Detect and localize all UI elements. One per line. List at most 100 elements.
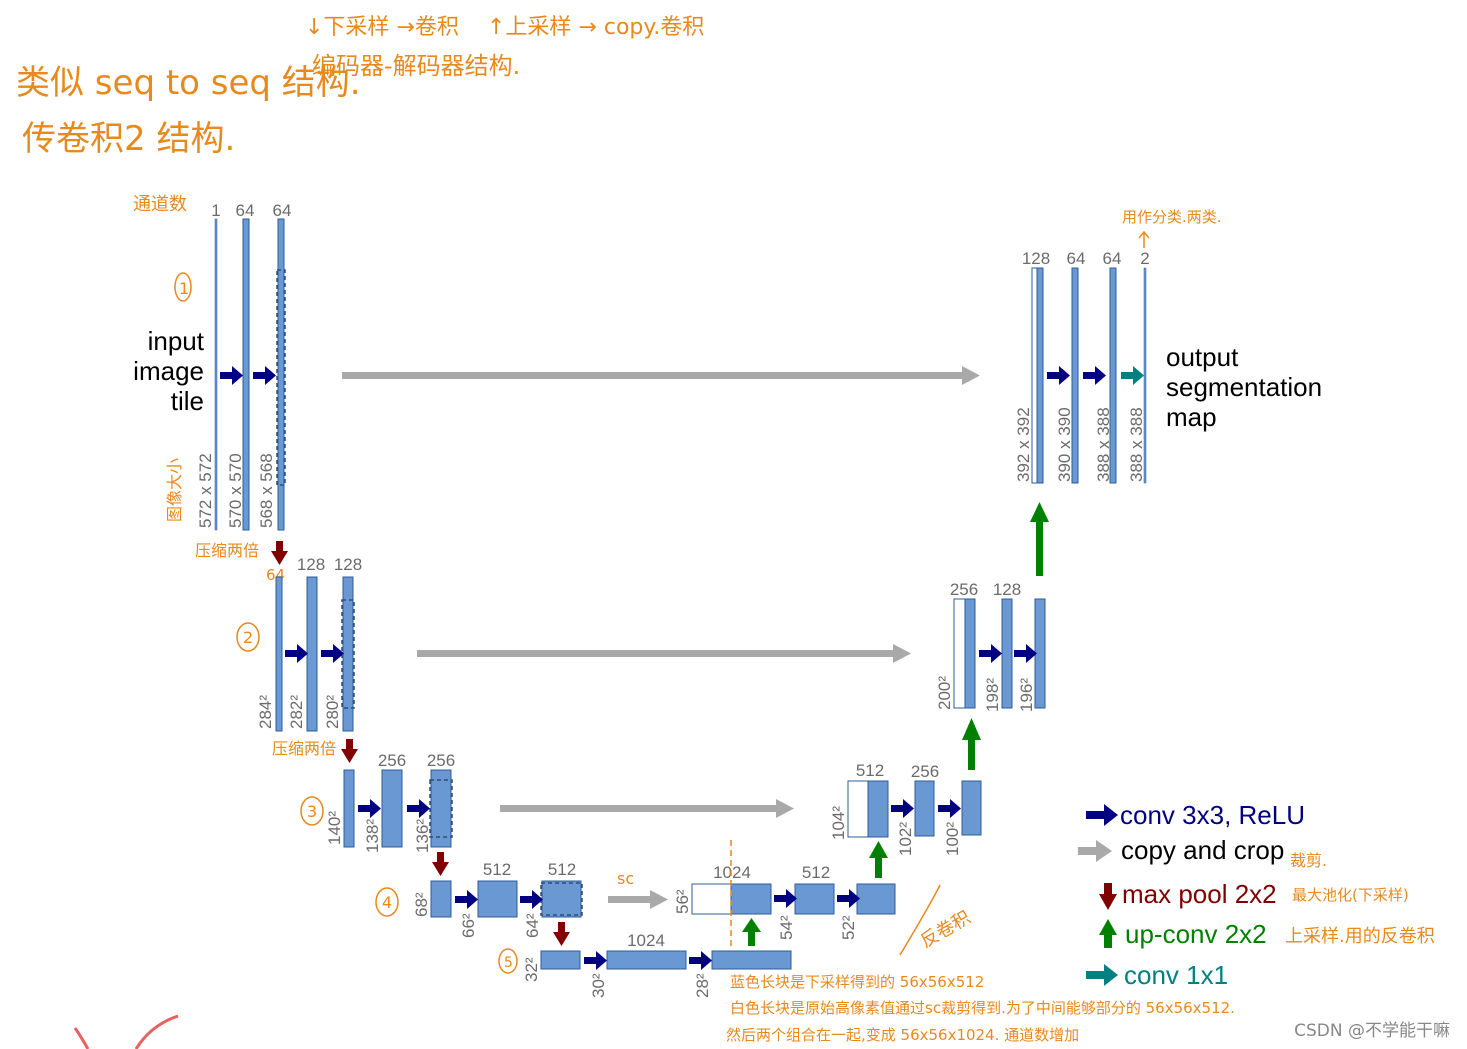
stage-4-circle — [375, 887, 399, 917]
feature-map — [430, 880, 452, 918]
decorative-scribble — [134, 1014, 179, 1049]
conv-arrow — [1047, 366, 1070, 385]
conv-arrow — [285, 644, 308, 663]
max-pool-arrow — [553, 922, 570, 946]
size-label: 196² — [1017, 678, 1036, 712]
annotation-upconv: 上采样.用的反卷积 — [1285, 926, 1435, 947]
feature-map — [856, 883, 896, 915]
size-label: 66² — [459, 913, 478, 938]
feature-map — [541, 880, 582, 918]
copy-crop-arrow — [417, 644, 911, 663]
legend-conv1x1-label: conv 1x1 — [1124, 960, 1228, 990]
conv-arrow — [1083, 366, 1106, 385]
max-pool-arrow — [341, 739, 358, 763]
channel-label: 128 — [334, 555, 362, 574]
channel-label: 64 — [236, 201, 255, 220]
annotation-bottom-2: 白色长块是原始高像素值通过sc裁剪得到.为了中间能够部分的 56x56x512. — [730, 999, 1235, 1017]
annotation-up-note: ↑上采样 → copy.卷积 — [487, 15, 704, 40]
max-pool-arrow — [271, 541, 288, 565]
channel-label: 512 — [548, 860, 576, 879]
size-label: 572 x 572 — [196, 453, 215, 528]
legend-maxpool-arrow — [1099, 883, 1117, 910]
legend-upconv-label: up-conv 2x2 — [1125, 919, 1267, 949]
stage-2-circle — [236, 622, 260, 652]
annotation-sc: sc — [617, 869, 634, 888]
conv-arrow — [689, 951, 712, 970]
conv-arrow — [520, 890, 543, 909]
size-label: 390 x 390 — [1055, 407, 1074, 482]
conv-arrow — [407, 799, 430, 818]
annotation-bottom-1: 蓝色长块是下采样得到的 56x56x512 — [730, 973, 984, 991]
conv-arrow — [253, 366, 276, 385]
decorative-scribble — [73, 1027, 90, 1049]
size-label: 138² — [363, 819, 382, 853]
size-label: 198² — [983, 678, 1002, 712]
feature-map — [1036, 267, 1044, 484]
channel-label: 512 — [802, 863, 830, 882]
feature-map — [343, 769, 355, 848]
legend: conv 3x3, ReLU copy and crop 裁剪. max poo… — [1078, 800, 1435, 990]
legend-copy-label: copy and crop — [1121, 835, 1284, 865]
feature-map — [964, 598, 976, 709]
channel-label: 1024 — [627, 931, 665, 950]
conv-arrow — [220, 366, 243, 385]
channel-label: 128 — [993, 580, 1021, 599]
size-label: 104² — [829, 806, 848, 840]
channel-label: 256 — [378, 751, 406, 770]
input-label-line-1: input — [148, 326, 205, 356]
annotation-channel-count: 通道数 — [133, 194, 187, 215]
max-pool-arrow — [432, 852, 449, 876]
channel-label: 128 — [297, 555, 325, 574]
channel-label: 256 — [911, 762, 939, 781]
size-label: 282² — [287, 695, 306, 729]
stage-4-label: 4 — [382, 893, 392, 912]
stage-5-circle — [498, 948, 518, 974]
feature-map — [794, 883, 835, 915]
legend-upconv-arrow — [1099, 919, 1117, 948]
watermark: CSDN @不学能干嘛 — [1294, 1021, 1450, 1041]
stage-3-circle — [300, 796, 324, 826]
deconv-pointer — [899, 884, 941, 956]
annotation-bottom-3: 然后两个组合在一起,变成 56x56x1024. 通道数增加 — [726, 1026, 1079, 1044]
crop-region — [276, 269, 286, 486]
channel-label: 2 — [1140, 249, 1149, 268]
feature-map — [477, 880, 518, 918]
feature-map-input — [214, 218, 218, 531]
size-label: 28² — [693, 973, 712, 998]
channel-label: 128 — [1022, 249, 1050, 268]
size-label: 54² — [777, 915, 796, 940]
conv-1x1-arrow — [1121, 366, 1144, 385]
up-conv-arrow — [1030, 502, 1049, 576]
copy-crop-arrow — [342, 366, 980, 385]
conv-arrow — [1014, 644, 1037, 663]
annotation-compress-1: 压缩两倍 — [195, 541, 259, 560]
feature-map — [867, 780, 889, 838]
channel-label: 512 — [856, 761, 884, 780]
usage-arrow-head — [1138, 230, 1150, 239]
size-label: 32² — [522, 957, 541, 982]
stage-2-label: 2 — [243, 628, 253, 647]
size-label: 102² — [896, 822, 915, 856]
conv-arrow — [455, 890, 478, 909]
feature-map — [306, 576, 318, 732]
feature-map-cropped-copy — [847, 780, 869, 838]
stage-1-label: 1 — [179, 279, 189, 298]
channel-label: 256 — [427, 751, 455, 770]
feature-map-cropped-copy — [953, 598, 966, 709]
size-label: 388 x 388 — [1094, 407, 1113, 482]
size-label: 68² — [412, 892, 431, 917]
channel-label: 1 — [211, 201, 220, 220]
input-label-line-3: tile — [171, 386, 204, 416]
output-label-line-1: output — [1166, 342, 1239, 372]
size-label: 30² — [589, 973, 608, 998]
conv-arrow — [774, 889, 797, 908]
stage-5-label: 5 — [504, 955, 513, 971]
feature-map — [275, 576, 283, 732]
up-conv-arrow — [962, 718, 981, 770]
channel-label: 512 — [483, 860, 511, 879]
annotation-crop: 裁剪. — [1290, 851, 1327, 870]
conv-arrow — [321, 644, 344, 663]
copy-crop-arrow — [608, 890, 668, 909]
channel-label: 64 — [1067, 249, 1086, 268]
